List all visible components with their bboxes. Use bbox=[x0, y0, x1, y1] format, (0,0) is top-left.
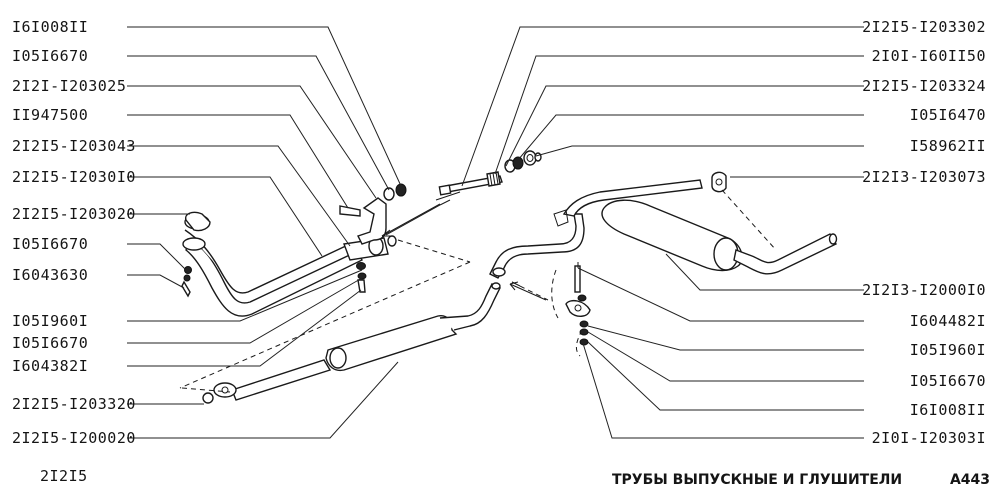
part-number-label: I05I6470 bbox=[910, 106, 986, 124]
part-number-label: I6043630 bbox=[12, 266, 88, 284]
page-code: A443 bbox=[950, 472, 990, 488]
part-number-label: I58962II bbox=[910, 137, 986, 155]
part-number-label: I6I008II bbox=[910, 401, 986, 419]
part-number-label: 2I2I5-I203324 bbox=[862, 77, 986, 95]
part-number-label: 2I2I-I203025 bbox=[12, 77, 126, 95]
part-number-label: 2I2I5-I2030I0 bbox=[12, 168, 136, 186]
part-number-label: II947500 bbox=[12, 106, 88, 124]
part-number-label: I6I008II bbox=[12, 18, 88, 36]
part-number-label: 2I0I-I60II50 bbox=[872, 47, 986, 65]
part-number-label: I05I960I bbox=[910, 341, 986, 359]
left-leaders bbox=[127, 26, 402, 439]
part-number-label: I05I6670 bbox=[12, 47, 88, 65]
footer: 2I2I5 ТРУБЫ ВЫПУСКНЫЕ И ГЛУШИТЕЛИ A443 bbox=[40, 467, 990, 488]
part-number-label: 2I2I5-I203320 bbox=[12, 395, 136, 413]
left-label-column: I6I008II I05I6670 2I2I-I203025 II947500 … bbox=[12, 18, 136, 447]
rear-hardware bbox=[565, 262, 591, 346]
gasket bbox=[181, 211, 211, 298]
flange-fasteners bbox=[356, 262, 367, 293]
part-number-label: 2I2I5-I203020 bbox=[12, 205, 136, 223]
spring-bolt-assembly bbox=[435, 150, 542, 201]
part-number-label: 2I2I3-I2000I0 bbox=[862, 281, 986, 299]
front-downpipe bbox=[179, 214, 471, 389]
part-number-label: I604382I bbox=[12, 357, 88, 375]
part-number-label: I604482I bbox=[910, 312, 986, 330]
bracket bbox=[339, 183, 451, 245]
right-label-column: 2I2I5-I203302 2I0I-I60II50 2I2I5-I203324… bbox=[862, 18, 986, 447]
part-number-label: 2I2I5-I203043 bbox=[12, 137, 136, 155]
part-number-label: I05I6670 bbox=[910, 372, 986, 390]
part-number-label: I05I6670 bbox=[12, 334, 88, 352]
part-number-label: 2I2I5-I200020 bbox=[12, 429, 136, 447]
main-muffler bbox=[553, 171, 838, 275]
part-number-label: I05I960I bbox=[12, 312, 88, 330]
drawing bbox=[179, 150, 838, 404]
resonator-pipe bbox=[181, 213, 585, 404]
right-leaders bbox=[461, 26, 864, 439]
part-number-label: 2I2I3-I203073 bbox=[862, 168, 986, 186]
part-number-label: 2I0I-I20303I bbox=[872, 429, 986, 447]
page-title: ТРУБЫ ВЫПУСКНЫЕ И ГЛУШИТЕЛИ bbox=[612, 472, 902, 488]
model-code: 2I2I5 bbox=[40, 467, 88, 485]
assembly-arrows bbox=[381, 203, 547, 301]
part-number-label: I05I6670 bbox=[12, 235, 88, 253]
part-number-label: 2I2I5-I203302 bbox=[862, 18, 986, 36]
